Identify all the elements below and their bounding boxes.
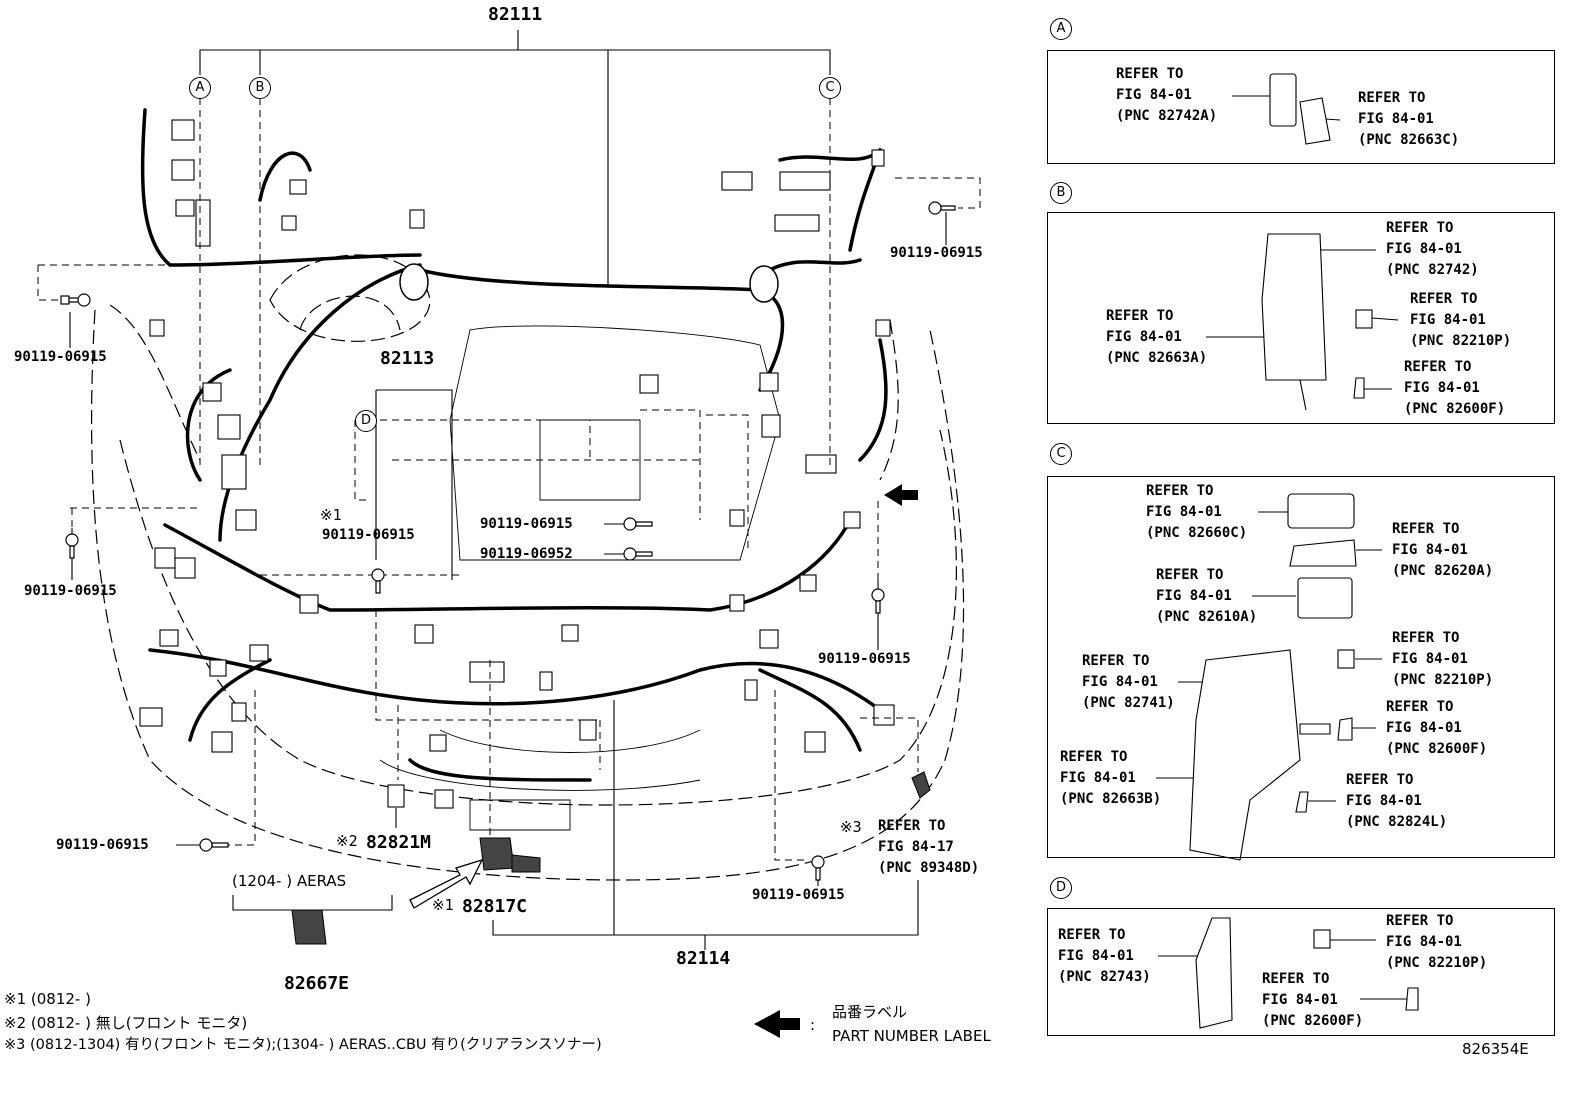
legend-arrow-icon — [754, 1010, 800, 1038]
legend-label-jp: 品番ラベル — [832, 1003, 908, 1021]
callout-b: B — [249, 77, 271, 99]
panel-d — [1047, 908, 1555, 1036]
label-82111: 82111 — [488, 4, 543, 25]
mark-2: ※2 — [336, 832, 358, 850]
panel-c-header: C — [1050, 443, 1072, 465]
panel-b — [1047, 212, 1555, 424]
panel-c — [1047, 476, 1555, 858]
footnote-3: ※3 (0812-1304) 有り(フロント モニタ);(1304- ) AER… — [4, 1037, 602, 1053]
aeras-arrow — [409, 858, 484, 909]
leader-lines — [69, 30, 1408, 1000]
panel-d-header: D — [1050, 877, 1072, 899]
label-82667e: 82667E — [284, 973, 350, 994]
dashed-lines — [37, 98, 981, 861]
bolt-label-center-right-2: 90119-06952 — [480, 546, 573, 562]
bolt-label-bottom-left: 90119-06915 — [56, 837, 149, 853]
bolt-label-top-right: 90119-06915 — [890, 245, 983, 261]
connector-blocks — [139, 119, 895, 809]
footnote-1: ※1 (0812- ) — [4, 990, 91, 1008]
harness-pointer-arrow — [884, 484, 918, 506]
bolt-label-center: 90119-06915 — [322, 527, 415, 543]
panel-part-sketches — [1189, 73, 1419, 1029]
engine-outline — [379, 325, 781, 831]
bolt-label-left-mid: 90119-06915 — [24, 583, 117, 599]
panel-b-header: B — [1050, 182, 1072, 204]
label-82113: 82113 — [380, 348, 435, 369]
bolt-label-center-right-1: 90119-06915 — [480, 516, 573, 532]
footnote-2: ※2 (0812- ) 無し(フロント モニタ) — [4, 1014, 248, 1032]
mark-1-bolt: ※1 — [320, 506, 342, 524]
label-82114: 82114 — [676, 948, 731, 969]
callout-d: D — [355, 410, 377, 432]
car-body-outline — [90, 254, 965, 881]
panel-a — [1047, 50, 1555, 164]
aeras-range-label: (1204- ) AERAS — [232, 872, 347, 890]
callout-c: C — [819, 77, 841, 99]
label-82821m: 82821M — [366, 832, 432, 853]
figure-id: 826354E — [1462, 1040, 1529, 1058]
dark-parts — [291, 771, 931, 945]
legend-label-en: PART NUMBER LABEL — [832, 1027, 991, 1045]
mark-3: ※3 — [840, 818, 862, 836]
legend-colon: : — [810, 1016, 816, 1034]
grommets — [399, 263, 779, 303]
bolt-label-bottom-center: 90119-06915 — [752, 887, 845, 903]
bolt-icons — [60, 201, 956, 881]
mark-1-82817c: ※1 — [432, 896, 454, 914]
panel-a-header: A — [1050, 18, 1072, 40]
bolt-label-right-mid: 90119-06915 — [818, 651, 911, 667]
bolt-label-top-left: 90119-06915 — [14, 349, 107, 365]
callout-a: A — [189, 77, 211, 99]
harness-wires — [140, 108, 888, 782]
label-82817c: 82817C — [462, 896, 528, 917]
